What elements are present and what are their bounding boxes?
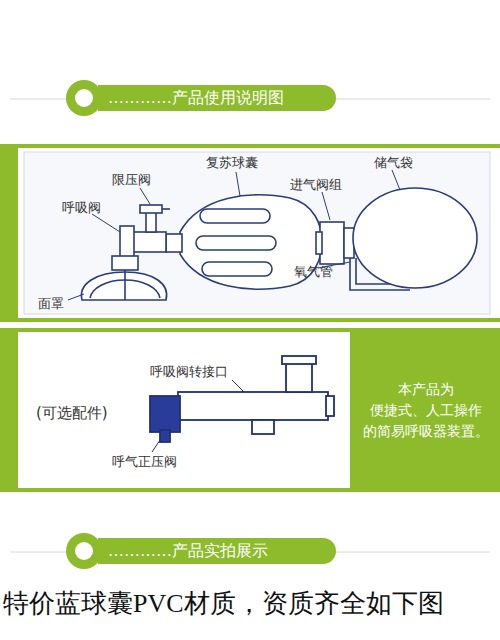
reservoir-bag [353, 188, 477, 288]
breathing-valve [112, 205, 170, 270]
panel-side [0, 146, 18, 320]
panel-ground [24, 152, 490, 314]
node-text: …………产品使用说明图 [108, 88, 284, 107]
note-label: (可选配件) [36, 404, 108, 422]
part-label: 复苏球囊 [206, 155, 258, 171]
valve-adapter [150, 356, 334, 442]
caption-text: 特价蓝球囊PVC材质，资质齐全如下图 [3, 588, 444, 619]
header-dot-inner [75, 89, 93, 107]
panel-frame [0, 330, 500, 490]
description-box: 本产品为 便捷式、人工操作 的简易呼吸器装置。 [350, 332, 500, 488]
leader-lines [152, 380, 244, 452]
node-text: 本产品为 便捷式、人工操作 的简易呼吸器装置。 [356, 379, 496, 442]
header-dot [66, 80, 102, 116]
part-label: 储气袋 [374, 155, 413, 171]
face-mask [81, 270, 166, 300]
part-label: 氧气管 [294, 264, 333, 280]
node-text: …………产品实拍展示 [108, 541, 268, 560]
section-banner: …………产品实拍展示 [98, 538, 336, 564]
part-label: 呼吸阀 [62, 200, 101, 216]
section-banner: …………产品使用说明图 [98, 85, 336, 111]
part-label: 进气阀组 [290, 177, 342, 193]
panel-side [0, 330, 18, 490]
header-dot [66, 533, 102, 569]
header-dot-inner [75, 542, 93, 560]
part-label: 面罩 [38, 296, 64, 312]
part-label: 呼吸阀转接口 [150, 364, 228, 380]
part-label: 呼气正压阀 [112, 454, 177, 470]
leader-lines [68, 170, 400, 300]
part-label: 限压阀 [112, 172, 151, 188]
panel-frame [0, 146, 500, 320]
